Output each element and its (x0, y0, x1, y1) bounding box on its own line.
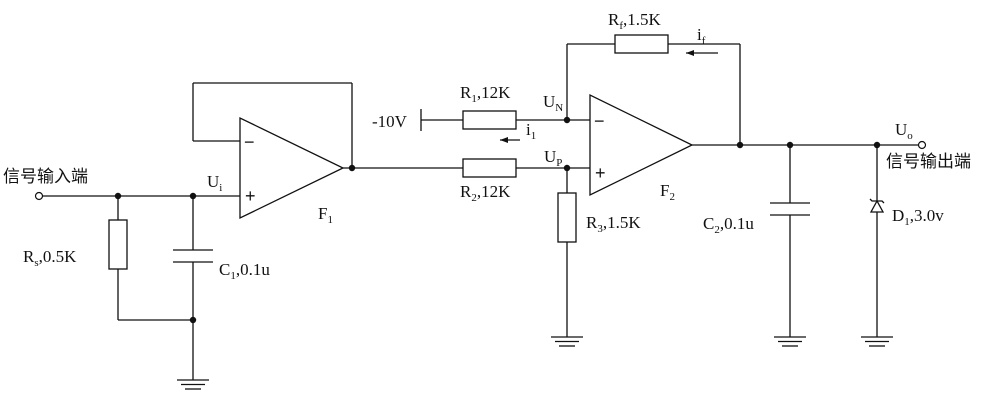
op-amp-f2-label: F2 (660, 181, 675, 203)
f1-plus-sign: + (245, 186, 256, 206)
capacitor-c2-label: C2,0.1u (703, 214, 754, 236)
feedback-wiring (566, 43, 741, 145)
current-i1-label: i1 (526, 120, 536, 142)
current-if-arrow (686, 50, 718, 56)
resistor-r3-label: R3,1.5K (586, 213, 641, 235)
supply-wiring (420, 109, 590, 169)
f1-feedback-wiring (192, 82, 463, 169)
node-uo-label: Uo (895, 120, 913, 142)
input-terminal-label: 信号输入端 (3, 167, 88, 187)
resistor-rf-label: Rf,1.5K (608, 10, 662, 32)
junction-dot (114, 192, 122, 200)
capacitor-c1 (173, 249, 213, 263)
resistor-r3 (557, 192, 577, 243)
diode-d1-label: D1,3.0v (892, 206, 944, 228)
junction-dot (348, 164, 356, 172)
supply-voltage-label: -10V (372, 112, 408, 131)
current-if-label: if (697, 25, 706, 47)
input-terminal (34, 191, 44, 201)
f2-plus-sign: + (595, 163, 606, 183)
node-up-label: UP (544, 147, 562, 169)
resistor-r2-label: R2,12K (460, 182, 511, 204)
resistor-rs (108, 219, 128, 270)
resistor-r1 (462, 110, 517, 130)
resistor-r1-label: R1,12K (460, 83, 511, 105)
node-ui-label: Ui (207, 172, 222, 194)
capacitor-c2 (770, 202, 810, 216)
f1-minus-sign: − (244, 132, 255, 152)
output-terminal (917, 140, 927, 150)
resistor-rf (614, 34, 669, 54)
junction-dot (736, 141, 744, 149)
zener-diode-d1 (869, 198, 885, 213)
junction-dot (189, 316, 197, 324)
op-amp-f1-label: F1 (318, 204, 333, 226)
output-terminal-label: 信号输出端 (886, 152, 971, 172)
op-amp-f2 (589, 93, 694, 197)
resistor-r2 (462, 158, 517, 178)
capacitor-c1-label: C1,0.1u (219, 260, 270, 282)
ground-symbol (774, 336, 806, 347)
ground-symbol (177, 379, 209, 390)
junction-dot (189, 192, 197, 200)
ground-symbol (551, 336, 583, 347)
node-un-label: UN (543, 92, 563, 114)
op-amp-f1 (239, 116, 345, 220)
f2-minus-sign: − (594, 111, 605, 131)
current-i1-arrow (500, 137, 520, 143)
resistor-rs-label: Rs,0.5K (23, 247, 77, 269)
input-wiring (42, 195, 240, 380)
ground-symbol (861, 336, 893, 347)
